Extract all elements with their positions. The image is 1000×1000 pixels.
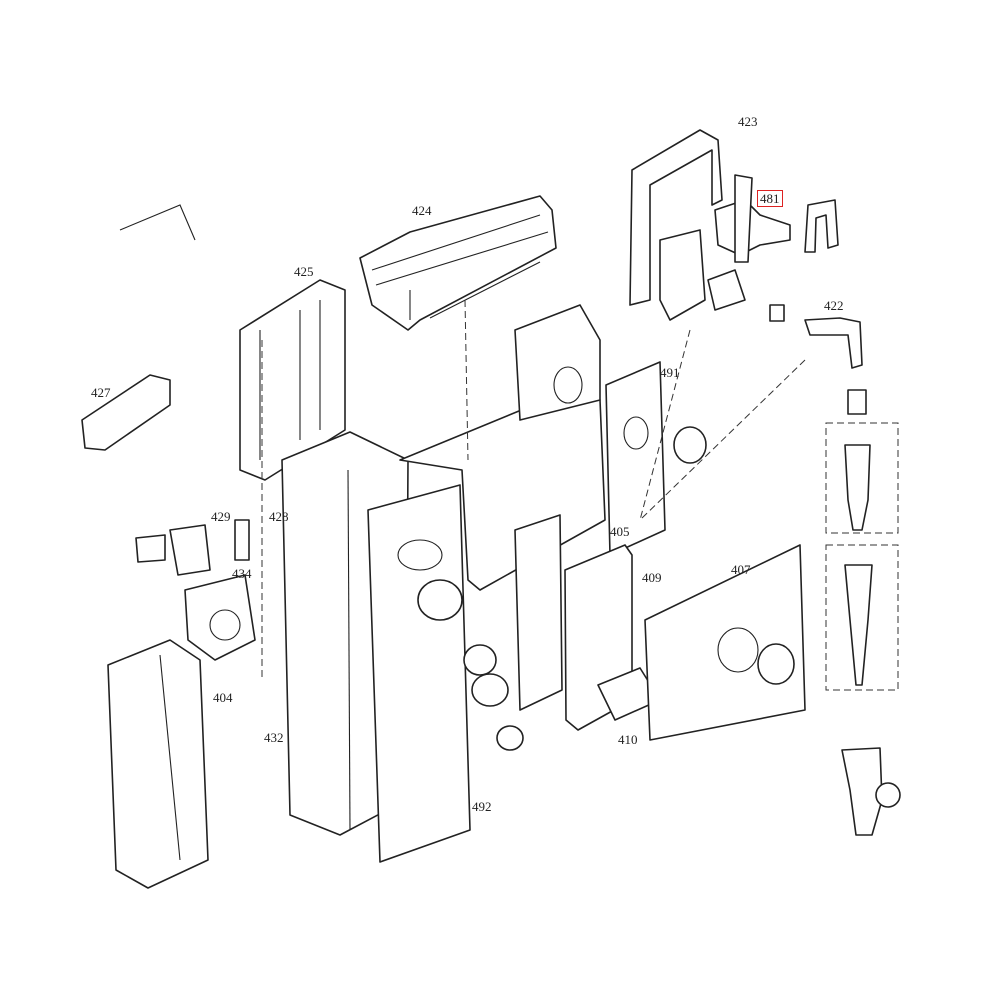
label-425[interactable]: 425	[294, 264, 314, 279]
part-423-bracket	[629, 129, 723, 321]
label-424[interactable]: 424	[412, 203, 432, 218]
part-422-valve	[769, 304, 867, 415]
part-481-valve	[714, 174, 791, 263]
part-427-connector	[81, 374, 171, 451]
part-491-plate	[605, 361, 666, 556]
part-434-switch	[184, 574, 256, 661]
label-491[interactable]: 491	[660, 365, 680, 380]
label-428[interactable]: 428	[269, 509, 289, 524]
part-425-frame	[239, 279, 346, 481]
part-424-control-housing	[359, 195, 557, 331]
label-422[interactable]: 422	[824, 298, 844, 313]
label-434[interactable]: 434	[232, 566, 252, 581]
label-423[interactable]: 423	[738, 114, 758, 129]
part-clip	[804, 199, 839, 253]
part-pin-1	[844, 444, 871, 531]
label-429[interactable]: 429	[211, 509, 231, 524]
label-432[interactable]: 432	[264, 730, 284, 745]
label-404[interactable]: 404	[213, 690, 233, 705]
part-404-cover	[107, 639, 209, 889]
part-valve-body	[841, 747, 883, 836]
label-405[interactable]: 405	[610, 524, 630, 539]
part-knob-cap	[707, 269, 746, 311]
label-427[interactable]: 427	[91, 385, 111, 400]
label-407[interactable]: 407	[731, 562, 751, 577]
part-knob-ring	[417, 579, 463, 621]
label-410[interactable]: 410	[618, 732, 638, 747]
label-492[interactable]: 492	[472, 799, 492, 814]
label-481-highlighted[interactable]: 481	[757, 190, 783, 207]
label-409[interactable]: 409	[642, 570, 662, 585]
part-pin-2	[844, 564, 873, 686]
part-407-front-panel	[644, 544, 806, 741]
part-492-front-cover	[367, 484, 471, 863]
part-429	[234, 519, 250, 561]
